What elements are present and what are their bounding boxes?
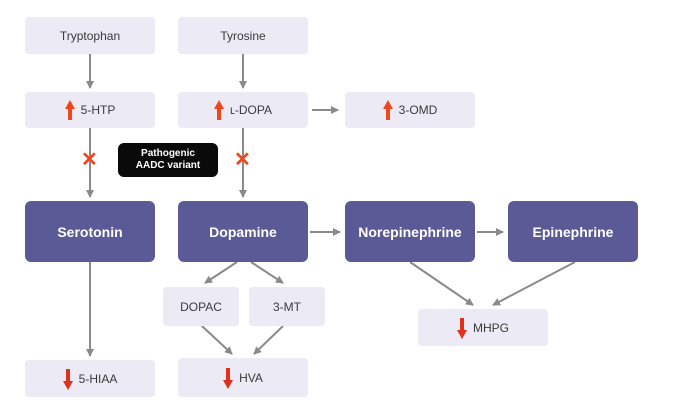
pathogenic-variant-badge: Pathogenic AADC variant bbox=[118, 143, 218, 177]
decrease-arrow-icon bbox=[62, 368, 73, 390]
node-mhpg-label: MHPG bbox=[473, 320, 509, 335]
node-serotonin-label: Serotonin bbox=[57, 223, 123, 240]
node-l-dopa-label: ʟ-DOPA bbox=[230, 103, 272, 117]
node-epinephrine: Epinephrine bbox=[508, 201, 638, 262]
badge-line-1: Pathogenic bbox=[141, 148, 195, 159]
node-hva-label: HVA bbox=[239, 370, 263, 385]
node-5-htp-label: 5-HTP bbox=[80, 103, 116, 117]
edge-3mt-hva bbox=[253, 325, 284, 355]
node-tyrosine-label: Tyrosine bbox=[220, 28, 266, 43]
increase-arrow-icon bbox=[382, 100, 393, 120]
node-tryptophan-label: Tryptophan bbox=[59, 28, 121, 43]
node-hva: HVA bbox=[178, 358, 308, 397]
node-tryptophan: Tryptophan bbox=[25, 17, 155, 54]
node-mhpg: MHPG bbox=[418, 309, 548, 346]
node-norepinephrine-label: Norepinephrine bbox=[358, 223, 462, 240]
increase-arrow-icon bbox=[214, 100, 225, 120]
block-mark-icon: ✕ bbox=[81, 149, 98, 171]
badge-line-2: AADC variant bbox=[135, 160, 201, 171]
edge-dopamine-dopac bbox=[204, 261, 238, 284]
increase-arrow-icon bbox=[64, 100, 75, 120]
node-3-omd: 3-OMD bbox=[345, 92, 475, 128]
node-dopac-label: DOPAC bbox=[180, 299, 222, 314]
node-serotonin: Serotonin bbox=[25, 201, 155, 262]
node-epinephrine-label: Epinephrine bbox=[532, 223, 614, 240]
edge-dopac-hva bbox=[201, 325, 233, 355]
node-tyrosine: Tyrosine bbox=[178, 17, 308, 54]
block-mark-icon: ✕ bbox=[234, 149, 251, 171]
node-l-dopa: ʟ-DOPA bbox=[178, 92, 308, 128]
decrease-arrow-icon bbox=[223, 367, 234, 389]
node-5-hiaa: 5-HIAA bbox=[25, 360, 155, 397]
node-5-hiaa-label: 5-HIAA bbox=[78, 371, 118, 386]
node-dopac: DOPAC bbox=[163, 287, 239, 326]
node-3-mt: 3-MT bbox=[249, 287, 325, 326]
node-norepinephrine: Norepinephrine bbox=[345, 201, 475, 262]
decrease-arrow-icon bbox=[457, 317, 467, 339]
edge-norepinephrine-mhpg bbox=[409, 261, 474, 306]
node-dopamine-label: Dopamine bbox=[209, 223, 277, 240]
edge-dopamine-3mt bbox=[250, 261, 284, 284]
node-3-mt-label: 3-MT bbox=[273, 299, 301, 314]
node-5-htp: 5-HTP bbox=[25, 92, 155, 128]
node-dopamine: Dopamine bbox=[178, 201, 308, 262]
edge-epinephrine-mhpg bbox=[492, 261, 576, 306]
node-3-omd-label: 3-OMD bbox=[398, 103, 438, 117]
